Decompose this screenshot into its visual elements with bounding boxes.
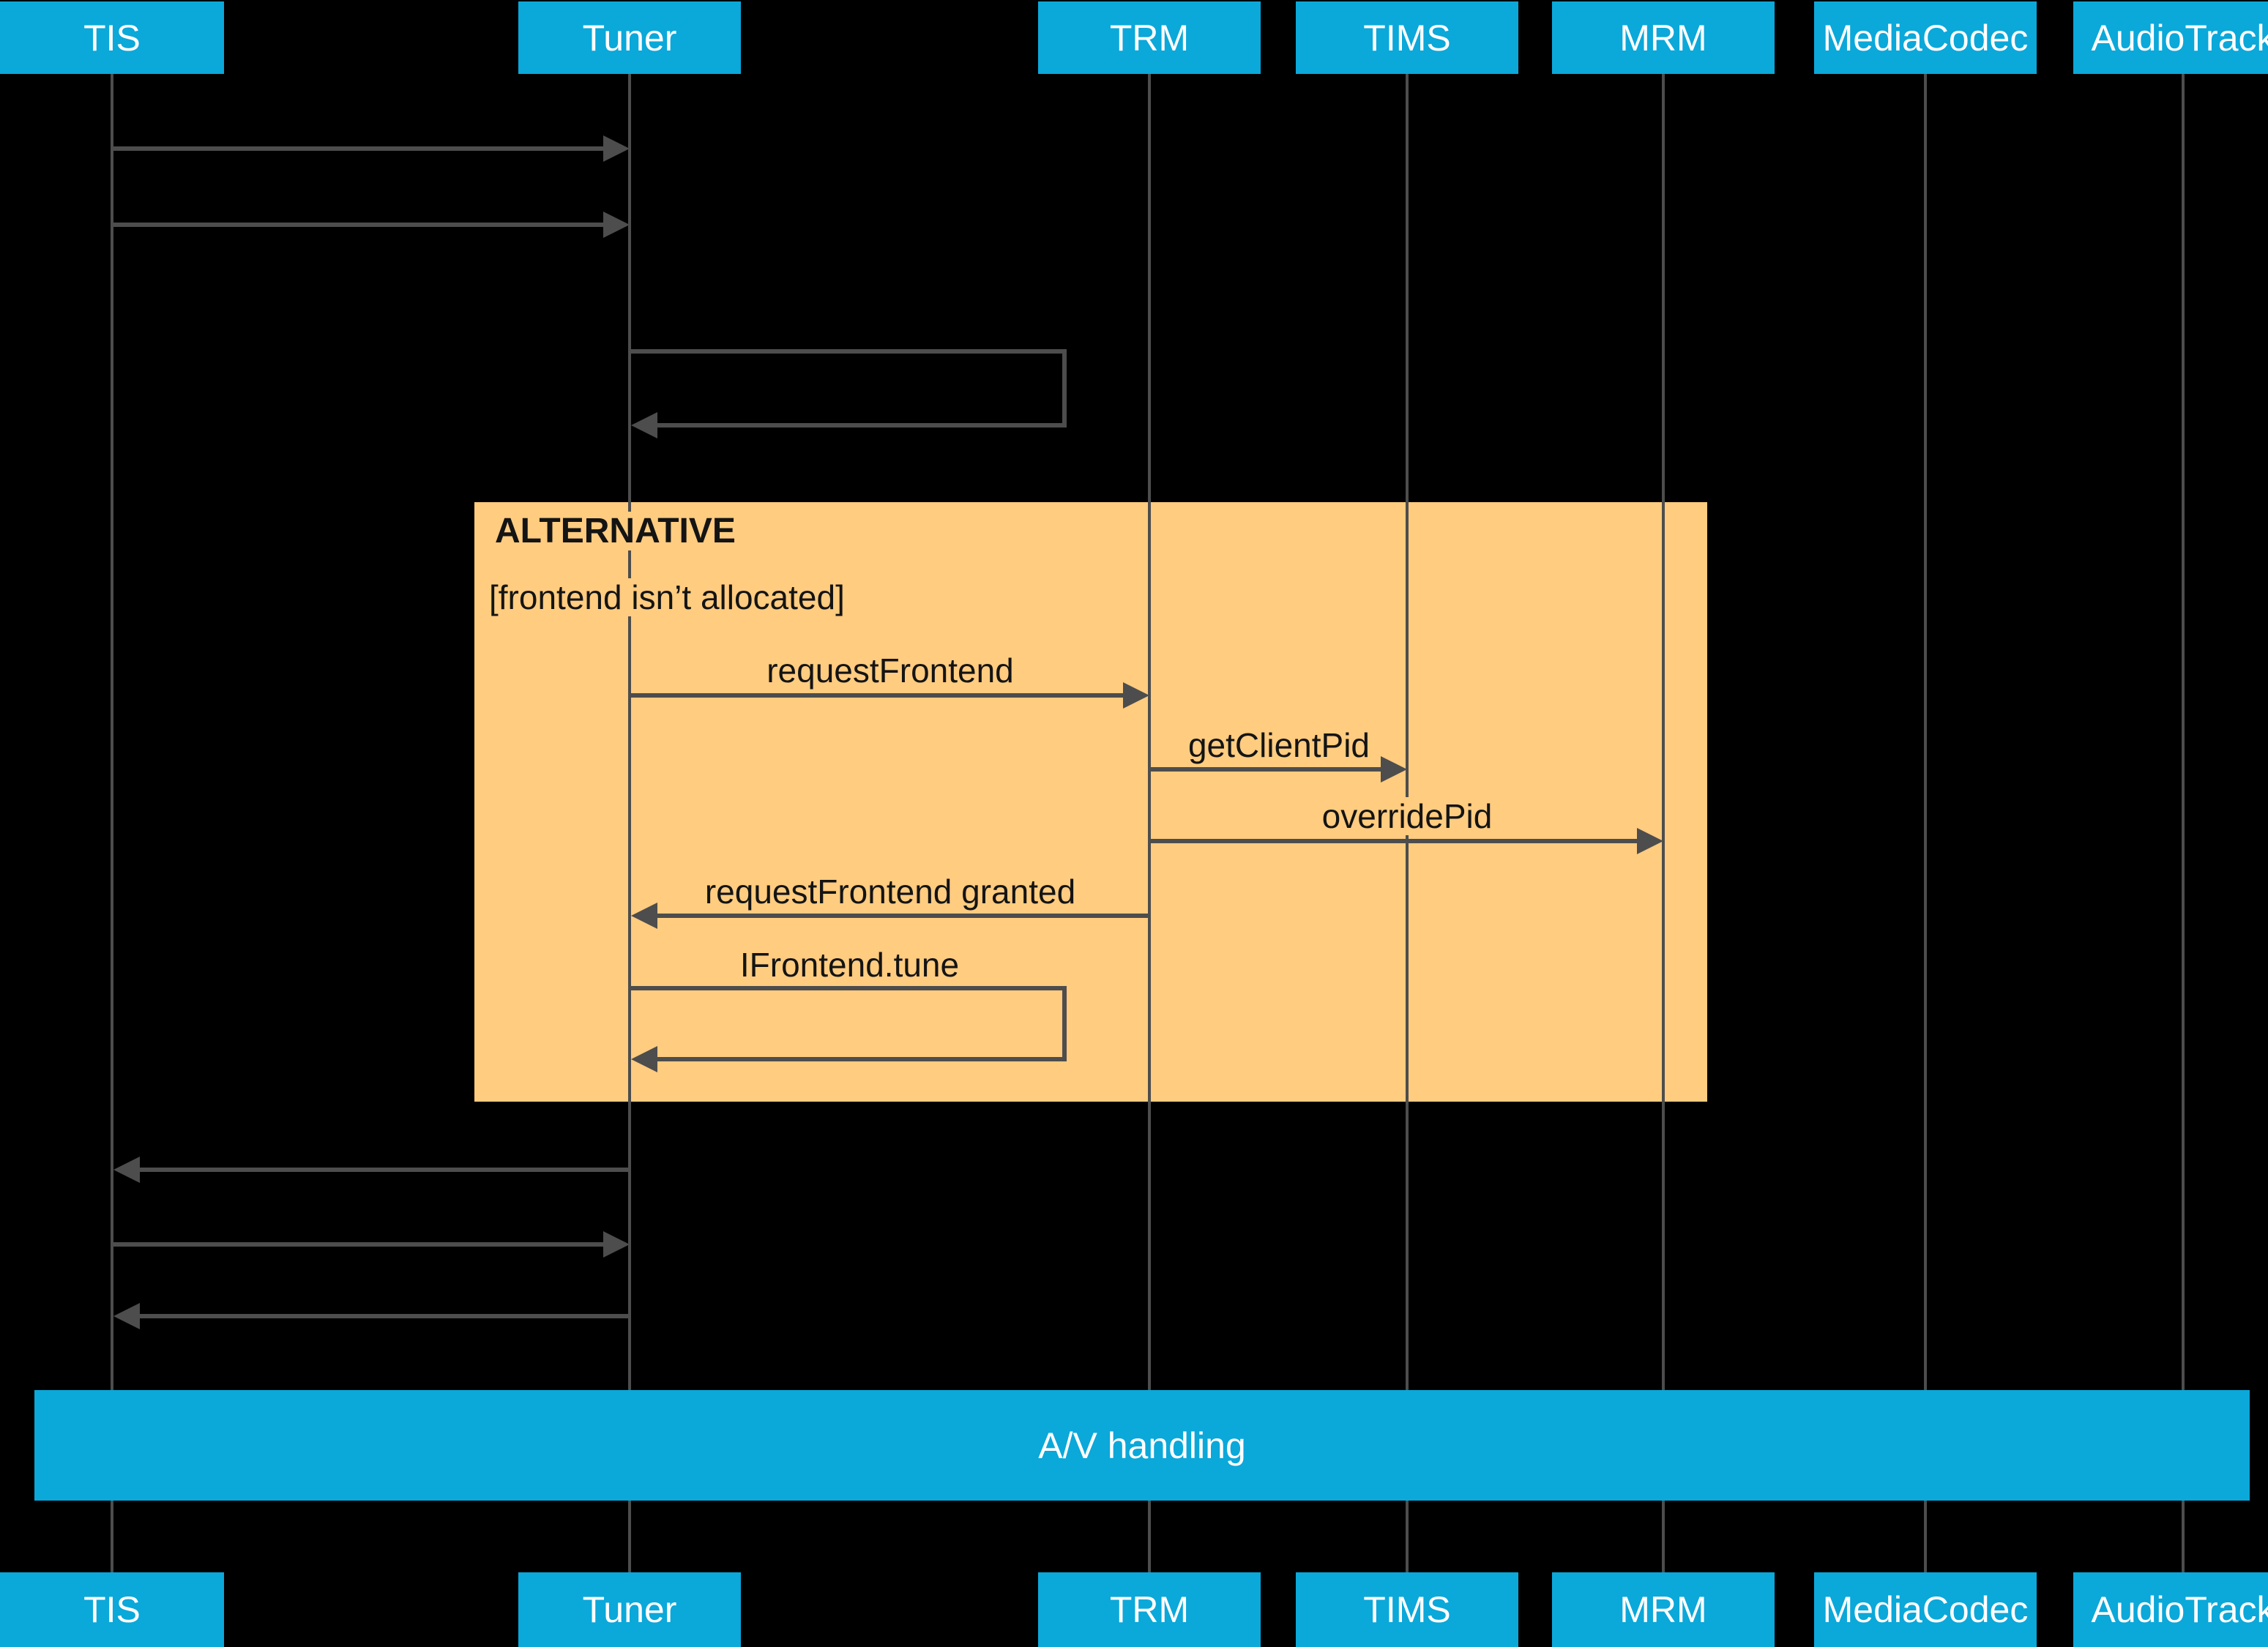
arrowhead-left-icon xyxy=(631,412,657,438)
participant-bottom-tis: TIS xyxy=(0,1572,224,1647)
message-arrow-tis-to-tuner-2 xyxy=(113,212,630,238)
lifeline-tuner xyxy=(628,74,631,1572)
lifeline-audiotrack xyxy=(2182,74,2185,1572)
lifeline-mrm xyxy=(1662,74,1665,1572)
message-arrow-request-frontend-granted xyxy=(631,903,1149,929)
participant-top-tims: TIMS xyxy=(1296,1,1518,74)
arrowhead-right-icon xyxy=(1637,828,1663,854)
arrowhead-right-icon xyxy=(603,212,630,238)
arrowhead-right-icon xyxy=(1381,756,1407,783)
message-label-request-frontend-granted: requestFrontend granted xyxy=(631,871,1149,912)
participant-bottom-audiotrack: AudioTrack xyxy=(2073,1572,2268,1647)
av-handling-label: A/V handling xyxy=(1038,1424,1246,1466)
message-label-override-pid: overridePid xyxy=(1151,796,1663,837)
arrowhead-left-icon xyxy=(631,1046,657,1072)
message-arrow-tis-to-tuner-1 xyxy=(113,135,630,162)
self-call-tuner-right-line xyxy=(1062,349,1067,427)
self-call-ifrontend-tune-top-line xyxy=(630,986,1067,990)
participant-top-mrm: MRM xyxy=(1552,1,1775,74)
alt-fragment-title: ALTERNATIVE xyxy=(489,511,742,552)
participant-bottom-mrm: MRM xyxy=(1552,1572,1775,1647)
message-arrow-tis-to-tuner-3 xyxy=(113,1231,630,1258)
lifeline-mediacodec xyxy=(1924,74,1927,1572)
alt-fragment-condition: [frontend isn’t allocated] xyxy=(483,577,851,618)
message-arrow-get-client-pid xyxy=(1151,756,1407,783)
participant-top-audiotrack: AudioTrack xyxy=(2073,1,2268,74)
participant-top-tis: TIS xyxy=(0,1,224,74)
self-call-ifrontend-tune-return-arrow xyxy=(631,1046,1067,1072)
message-arrow-request-frontend xyxy=(631,682,1149,709)
message-label-request-frontend: requestFrontend xyxy=(631,650,1149,691)
participant-top-trm: TRM xyxy=(1038,1,1261,74)
arrowhead-right-icon xyxy=(603,1231,630,1258)
arrowhead-right-icon xyxy=(603,135,630,162)
self-call-tuner-top-line xyxy=(630,349,1067,354)
arrowhead-left-icon xyxy=(113,1303,140,1329)
message-arrow-tuner-to-tis-2 xyxy=(113,1303,630,1329)
arrowhead-left-icon xyxy=(631,903,657,929)
message-label-get-client-pid: getClientPid xyxy=(1151,725,1407,766)
participant-bottom-trm: TRM xyxy=(1038,1572,1261,1647)
participant-bottom-mediacodec: MediaCodec xyxy=(1814,1572,2037,1647)
message-label-ifrontend-tune: IFrontend.tune xyxy=(631,944,1068,985)
self-call-tuner-return-arrow xyxy=(631,412,1067,438)
lifeline-tis xyxy=(111,74,113,1572)
self-call-ifrontend-tune-right-line xyxy=(1062,986,1067,1061)
message-arrow-tuner-to-tis-1 xyxy=(113,1157,630,1183)
arrowhead-right-icon xyxy=(1123,682,1149,709)
participant-bottom-tuner: Tuner xyxy=(518,1572,741,1647)
arrowhead-left-icon xyxy=(113,1157,140,1183)
lifeline-trm xyxy=(1148,74,1151,1572)
participant-bottom-tims: TIMS xyxy=(1296,1572,1518,1647)
participant-top-mediacodec: MediaCodec xyxy=(1814,1,2037,74)
message-arrow-override-pid xyxy=(1151,828,1663,854)
participant-top-tuner: Tuner xyxy=(518,1,741,74)
av-handling-bar: A/V handling xyxy=(34,1390,2250,1501)
